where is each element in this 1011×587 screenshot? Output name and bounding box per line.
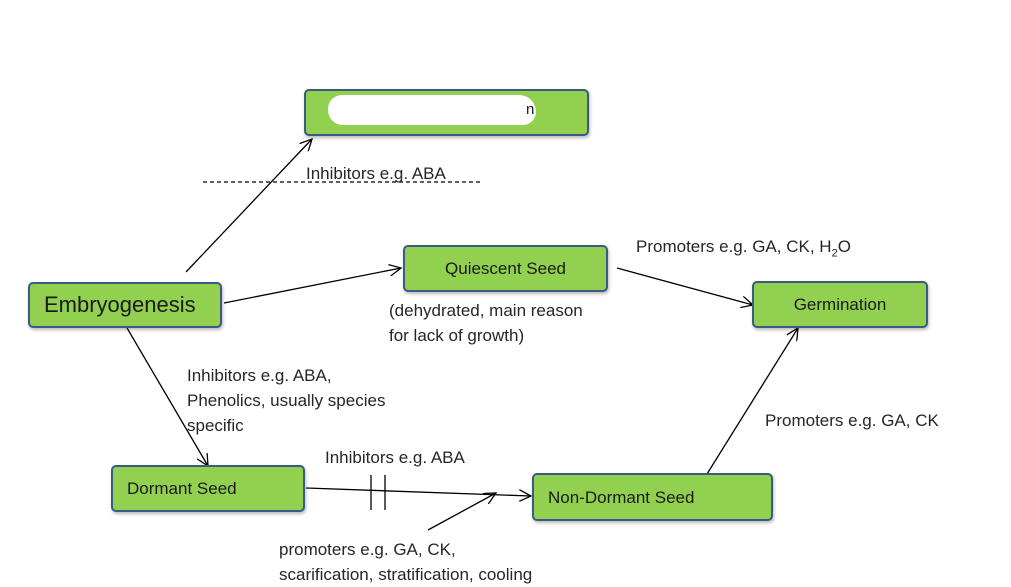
bottom-inhibitors-label: Inhibitors e.g. ABA <box>325 448 465 467</box>
arrow-embryogenesis-to-quiescent <box>223 268 401 304</box>
quiescent-note-line-2: for lack of growth) <box>389 326 525 345</box>
arrow-quiescent-to-germination <box>616 267 753 305</box>
promoters-top-subscript: 2 <box>831 247 838 260</box>
dormant-seed-label: Dormant Seed <box>127 479 237 498</box>
dormant-inhibitors-line-1: Inhibitors e.g. ABA, <box>187 366 332 385</box>
non-dormant-seed-node: Non-Dormant Seed <box>532 473 773 521</box>
embryogenesis-label: Embryogenesis <box>44 292 196 317</box>
dormant-seed-node: Dormant Seed <box>111 465 305 512</box>
dormant-inhibitors-line-3: specific <box>187 416 244 435</box>
dormant-inhibitors-line-2: Phenolics, usually species <box>187 391 386 410</box>
promoters-bottom-line-1: promoters e.g. GA, CK, <box>279 540 456 559</box>
promoters-right-label: Promoters e.g. GA, CK <box>765 411 939 430</box>
arrow-promoters-to-transition <box>427 493 496 531</box>
non-dormant-seed-label: Non-Dormant Seed <box>548 487 695 507</box>
embryogenesis-node: Embryogenesis <box>28 282 222 328</box>
top-inhibitors-label: Inhibitors e.g. ABA <box>306 164 446 183</box>
redacted-text-fragment: n <box>526 101 535 118</box>
redaction-mark <box>328 95 536 125</box>
promoters-top-prefix: Promoters e.g. GA, CK, H <box>636 237 832 256</box>
arrow-embryogenesis-to-dormant <box>126 327 208 466</box>
arrow-non-dormant-to-germination <box>706 328 798 475</box>
germination-node: Germination <box>752 281 928 328</box>
arrow-embryogenesis-to-top <box>185 139 312 273</box>
quiescent-seed-node: Quiescent Seed <box>403 245 608 292</box>
promoters-top-suffix: O <box>837 237 851 256</box>
germination-label: Germination <box>793 295 887 314</box>
quiescent-seed-label: Quiescent Seed <box>445 259 566 278</box>
promoters-top-label: Promoters e.g. GA, CK, H2O <box>636 234 851 259</box>
arrow-dormant-to-non-dormant <box>305 487 531 496</box>
promoters-bottom-line-2: scarification, stratification, cooling <box>279 565 533 584</box>
quiescent-note-line-1: (dehydrated, main reason <box>389 301 583 320</box>
